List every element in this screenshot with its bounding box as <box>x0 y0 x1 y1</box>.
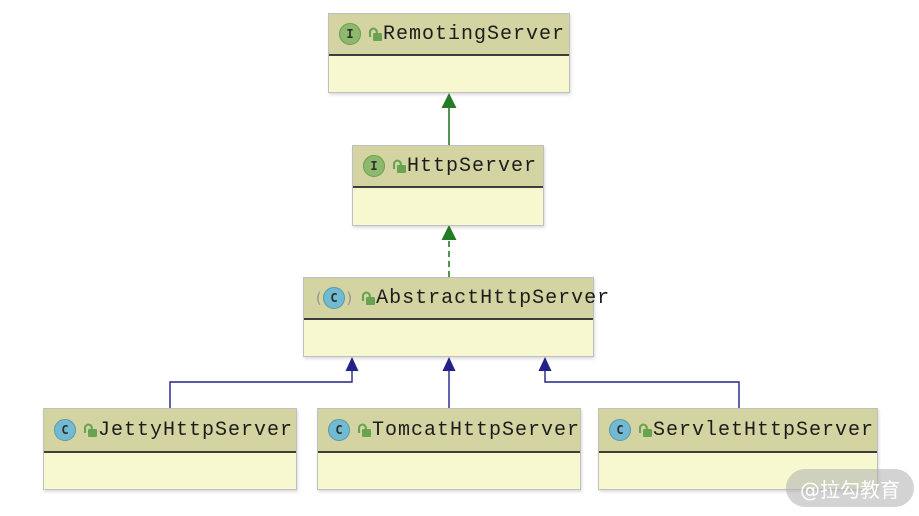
edge-tomcathttpserver-extends-abstracthttpserver <box>442 357 456 408</box>
abstract-class-icon-close: ) <box>345 289 355 307</box>
node-name: ServletHttpServer <box>653 418 875 442</box>
class-node-remotingserver[interactable]: I RemotingServer <box>328 13 570 93</box>
node-name: AbstractHttpServer <box>376 286 611 310</box>
interface-icon-letter: I <box>346 27 354 41</box>
node-header: I HttpServer <box>353 146 543 188</box>
open-lock-icon <box>356 422 372 438</box>
class-icon-letter: C <box>330 291 338 305</box>
class-icon: C <box>54 419 76 441</box>
class-icon-letter: C <box>616 423 624 437</box>
class-node-tomcathttpserver[interactable]: C TomcatHttpServer <box>317 408 581 490</box>
edge-servlethttpserver-extends-abstracthttpserver <box>538 357 740 408</box>
watermark-text: @拉勾教育 <box>800 477 900 502</box>
class-icon: C <box>323 287 346 309</box>
abstract-class-icon: ( <box>314 289 324 307</box>
node-header: C JettyHttpServer <box>44 409 296 453</box>
node-name: TomcatHttpServer <box>372 418 581 442</box>
edge-jettyhttpserver-extends-abstracthttpserver <box>169 357 359 408</box>
open-lock-icon <box>367 26 383 42</box>
interface-icon: I <box>363 155 385 177</box>
node-header: ( C ) AbstractHttpServer <box>304 278 609 320</box>
class-node-httpserver[interactable]: I HttpServer <box>352 145 544 226</box>
node-name: JettyHttpServer <box>98 418 294 442</box>
node-header: C TomcatHttpServer <box>318 409 580 453</box>
edge-httpserver-extends-remotingserver <box>441 93 457 145</box>
watermark-badge: @拉勾教育 <box>786 469 914 507</box>
open-lock-icon <box>391 158 407 174</box>
node-header: C ServletHttpServer <box>599 409 877 453</box>
class-node-jettyhttpserver[interactable]: C JettyHttpServer <box>43 408 297 490</box>
class-icon-letter: C <box>335 423 343 437</box>
node-name: HttpServer <box>407 154 538 178</box>
edge-abstracthttpserver-implements-httpserver <box>441 225 457 277</box>
class-icon: C <box>328 419 350 441</box>
interface-icon: I <box>339 23 361 45</box>
interface-icon-letter: I <box>370 159 378 173</box>
node-header: I RemotingServer <box>329 14 569 56</box>
node-name: RemotingServer <box>383 22 566 46</box>
open-lock-icon <box>360 290 376 306</box>
open-lock-icon <box>82 422 98 438</box>
class-icon: C <box>609 419 631 441</box>
class-node-abstracthttpserver[interactable]: ( C ) AbstractHttpServer <box>303 277 609 357</box>
class-icon-letter: C <box>61 423 69 437</box>
class-node-servlethttpserver[interactable]: C ServletHttpServer <box>598 408 878 490</box>
open-lock-icon <box>637 422 653 438</box>
